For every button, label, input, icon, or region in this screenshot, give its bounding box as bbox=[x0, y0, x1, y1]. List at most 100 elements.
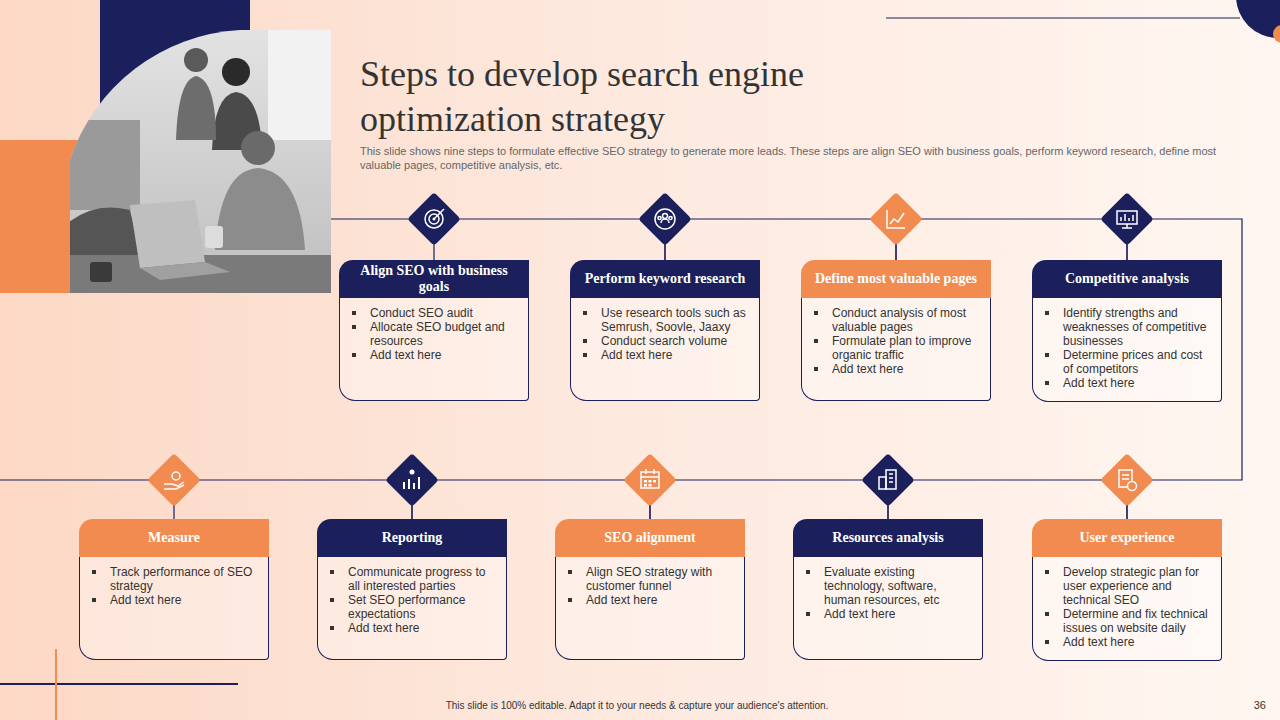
bullet-square bbox=[568, 570, 572, 574]
bullet-text: Add text here bbox=[832, 362, 978, 376]
step-heading: User experience bbox=[1032, 519, 1222, 557]
top-rule bbox=[886, 18, 1240, 19]
timeline-connector bbox=[434, 219, 665, 260]
bullet-item: Conduct SEO audit bbox=[370, 306, 516, 320]
trophy-icon bbox=[385, 453, 439, 507]
step-body: Develop strategic plan for user experien… bbox=[1032, 557, 1222, 661]
bullet-text: Add text here bbox=[348, 621, 494, 635]
bullet-text: Formulate plan to improve organic traffi… bbox=[832, 334, 978, 362]
bullet-item: Determine prices and cost of competitors bbox=[1063, 348, 1209, 376]
step-body: Conduct analysis of most valuable pagesF… bbox=[801, 298, 991, 401]
bullet-square bbox=[330, 626, 334, 630]
bullet-item: Set SEO performance expectations bbox=[348, 593, 494, 621]
bullet-item: Evaluate existing technology, software, … bbox=[824, 565, 970, 607]
bullet-text: Develop strategic plan for user experien… bbox=[1063, 565, 1209, 607]
step-heading: Competitive analysis bbox=[1032, 260, 1222, 298]
bullet-text: Add text here bbox=[370, 348, 516, 362]
bullet-square bbox=[806, 570, 810, 574]
bullet-square bbox=[583, 311, 587, 315]
bullet-item: Conduct analysis of most valuable pages bbox=[832, 306, 978, 334]
step-heading: Measure bbox=[79, 519, 269, 557]
buildings-icon bbox=[861, 453, 915, 507]
bullet-square bbox=[1045, 381, 1049, 385]
bullet-text: Conduct search volume bbox=[601, 334, 747, 348]
bottom-accent bbox=[55, 649, 57, 720]
bullet-text: Determine prices and cost of competitors bbox=[1063, 348, 1209, 376]
step-card: User experienceDevelop strategic plan fo… bbox=[1032, 519, 1222, 661]
bullet-text: Allocate SEO budget and resources bbox=[370, 320, 516, 348]
timeline-connector bbox=[665, 219, 896, 260]
bullet-item: Add text here bbox=[370, 348, 516, 362]
step-body: Communicate progress to all interested p… bbox=[317, 557, 507, 660]
bullet-item: Identify strengths and weaknesses of com… bbox=[1063, 306, 1209, 348]
corner-dot bbox=[1273, 25, 1280, 43]
bullet-text: Conduct SEO audit bbox=[370, 306, 516, 320]
step-card: Perform keyword researchUse research too… bbox=[570, 260, 760, 401]
bullet-square bbox=[92, 570, 96, 574]
bullet-item: Add text here bbox=[832, 362, 978, 376]
hand-icon bbox=[147, 453, 201, 507]
bullet-text: Track performance of SEO strategy bbox=[110, 565, 256, 593]
step-body: Use research tools such as Semrush, Soov… bbox=[570, 298, 760, 401]
bullet-text: Add text here bbox=[601, 348, 747, 362]
bullet-item: Formulate plan to improve organic traffi… bbox=[832, 334, 978, 362]
step-body: Evaluate existing technology, software, … bbox=[793, 557, 983, 660]
timeline-connector bbox=[888, 480, 1127, 519]
target-icon bbox=[407, 192, 461, 246]
bullet-text: Determine and fix technical issues on we… bbox=[1063, 607, 1209, 635]
step-heading: Define most valuable pages bbox=[801, 260, 991, 298]
bullet-item: Track performance of SEO strategy bbox=[110, 565, 256, 593]
slide-title: Steps to develop search engine optimizat… bbox=[360, 52, 980, 142]
bullet-text: Align SEO strategy with customer funnel bbox=[586, 565, 732, 593]
bullet-square bbox=[92, 598, 96, 602]
step-card: Define most valuable pagesConduct analys… bbox=[801, 260, 991, 401]
bullet-square bbox=[330, 570, 334, 574]
bullet-text: Conduct analysis of most valuable pages bbox=[832, 306, 978, 334]
bottom-rule bbox=[0, 683, 238, 685]
bullet-square bbox=[352, 311, 356, 315]
bullet-item: Add text here bbox=[586, 593, 732, 607]
corner-circle bbox=[1236, 0, 1280, 38]
timeline-lead bbox=[331, 218, 434, 219]
bullet-text: Add text here bbox=[824, 607, 970, 621]
slide-subtitle: This slide shows nine steps to formulate… bbox=[360, 144, 1240, 172]
bullet-item: Conduct search volume bbox=[601, 334, 747, 348]
bullet-square bbox=[1045, 353, 1049, 357]
step-heading: Resources analysis bbox=[793, 519, 983, 557]
timeline-connector bbox=[412, 480, 650, 519]
bullet-square bbox=[806, 612, 810, 616]
bullet-square bbox=[352, 325, 356, 329]
bullet-square bbox=[1045, 640, 1049, 644]
document-icon bbox=[1100, 453, 1154, 507]
bullet-item: Communicate progress to all interested p… bbox=[348, 565, 494, 593]
bullet-item: Add text here bbox=[601, 348, 747, 362]
bullet-text: Add text here bbox=[1063, 376, 1209, 390]
step-body: Track performance of SEO strategyAdd tex… bbox=[79, 557, 269, 660]
bullet-square bbox=[814, 339, 818, 343]
bullet-square bbox=[1045, 612, 1049, 616]
team-photo bbox=[60, 20, 340, 300]
step-card: Competitive analysisIdentify strengths a… bbox=[1032, 260, 1222, 402]
bullet-square bbox=[583, 353, 587, 357]
step-body: Identify strengths and weaknesses of com… bbox=[1032, 298, 1222, 402]
bullet-item: Allocate SEO budget and resources bbox=[370, 320, 516, 348]
bullet-text: Identify strengths and weaknesses of com… bbox=[1063, 306, 1209, 348]
bullet-square bbox=[330, 598, 334, 602]
page-number: 36 bbox=[1230, 698, 1266, 712]
bullet-text: Add text here bbox=[110, 593, 256, 607]
bullet-item: Add text here bbox=[348, 621, 494, 635]
chart-icon bbox=[869, 192, 923, 246]
bullet-item: Develop strategic plan for user experien… bbox=[1063, 565, 1209, 607]
bullet-square bbox=[352, 353, 356, 357]
bullet-square bbox=[583, 339, 587, 343]
timeline-connector bbox=[650, 480, 888, 519]
bullet-item: Add text here bbox=[824, 607, 970, 621]
bullet-item: Align SEO strategy with customer funnel bbox=[586, 565, 732, 593]
bullet-item: Determine and fix technical issues on we… bbox=[1063, 607, 1209, 635]
footer-note: This slide is 100% editable. Adapt it to… bbox=[0, 699, 1274, 713]
step-body: Conduct SEO auditAllocate SEO budget and… bbox=[339, 298, 529, 401]
step-heading: Align SEO with business goals bbox=[339, 260, 529, 298]
bullet-item: Add text here bbox=[1063, 635, 1209, 649]
timeline-connector bbox=[174, 480, 412, 519]
calendar-icon bbox=[623, 453, 677, 507]
